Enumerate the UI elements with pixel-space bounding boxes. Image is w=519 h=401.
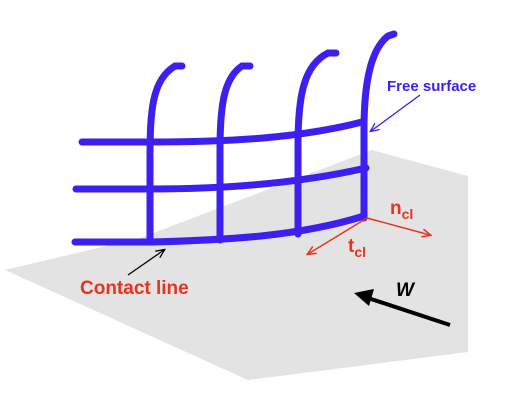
mesh-grid xyxy=(71,30,398,246)
w-arrowhead xyxy=(354,289,374,306)
mesh-line-contact xyxy=(71,212,368,246)
normal-vector-main: n xyxy=(390,198,402,219)
w-label: W xyxy=(396,280,416,301)
normal-vector-arrow xyxy=(366,217,430,235)
tangent-vector-label: tcl xyxy=(348,236,366,260)
mesh-line-top xyxy=(78,118,366,146)
normal-vector-label: ncl xyxy=(390,198,413,222)
free-surface-pointer xyxy=(371,94,421,131)
mesh-column-2 xyxy=(216,62,254,244)
mesh-line-middle xyxy=(72,164,370,193)
free-surface-label: Free surface xyxy=(387,78,476,95)
tangent-vector-arrow xyxy=(308,217,368,254)
mesh-column-1 xyxy=(146,62,186,244)
contact-line-label: Contact line xyxy=(80,278,189,299)
contact-line-vectors xyxy=(308,217,430,254)
tangent-vector-main: t xyxy=(348,236,355,257)
solid-plane xyxy=(5,150,468,380)
mesh-column-3 xyxy=(294,49,340,238)
normal-vector-sub: cl xyxy=(402,206,414,222)
mesh-column-4 xyxy=(360,30,398,222)
w-arrow xyxy=(361,294,451,327)
contact-line-pointer xyxy=(127,250,164,276)
tangent-vector-sub: cl xyxy=(354,244,366,260)
